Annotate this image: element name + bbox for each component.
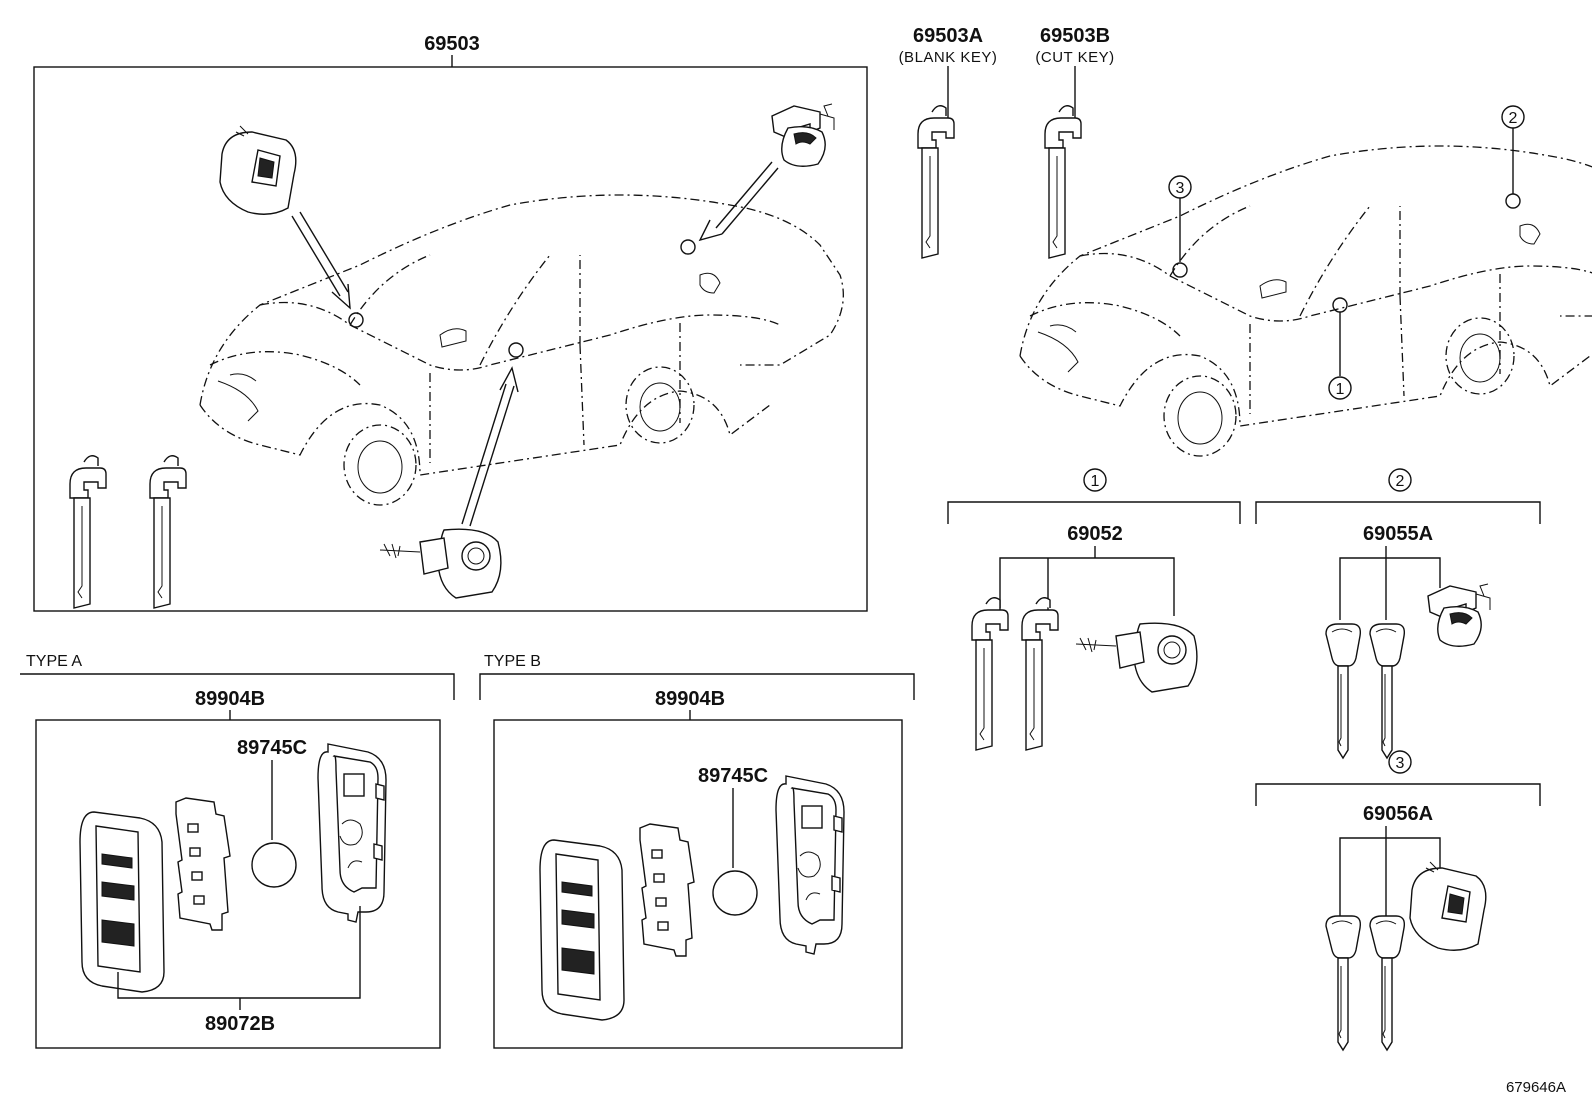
callout-car-illustration <box>1019 145 1592 457</box>
remote-a-fob <box>79 811 165 993</box>
arrow-to-door <box>461 366 519 527</box>
main-car-illustration <box>199 194 844 506</box>
arrow-to-trunk <box>698 161 779 242</box>
remote-b-case <box>775 775 845 955</box>
svg-text:3: 3 <box>1176 180 1185 197</box>
main-door-cylinder <box>379 528 502 599</box>
remote-a-case-part-number: 89072B <box>205 1013 275 1035</box>
remote-b-battery-part-number: 89745C <box>698 765 768 787</box>
lock-set-1-key-2 <box>1021 597 1059 751</box>
lock-set-3-callout: 3 <box>1396 755 1405 772</box>
main-kit-box <box>33 66 868 612</box>
callout-3-on-car: 3 <box>1168 175 1192 278</box>
remote-type-b-label: TYPE B <box>484 653 541 670</box>
main-trunk-cylinder <box>771 103 835 167</box>
remote-a-case <box>317 743 387 923</box>
svg-text:1: 1 <box>1336 381 1345 398</box>
lock-set-3-ignition-cylinder <box>1409 861 1487 951</box>
remote-b-circuit-board <box>639 823 695 957</box>
lock-set-2-key-1 <box>1325 623 1362 759</box>
main-key-1 <box>69 455 107 609</box>
lock-set-2-part-number: 69055A <box>1363 523 1433 545</box>
ignition-location-marker <box>348 312 364 328</box>
cut-key <box>1044 105 1082 259</box>
main-key-2 <box>149 455 187 609</box>
lock-set-3-part-number: 69056A <box>1363 803 1433 825</box>
remote-a-assembly-part-number: 89904B <box>195 688 265 710</box>
lock-set-2-key-2 <box>1369 623 1406 759</box>
blank-key-note: (BLANK KEY) <box>899 49 998 66</box>
callout-2-on-car: 2 <box>1501 105 1525 209</box>
remote-b-fob <box>539 839 625 1021</box>
trunk-location-marker <box>680 239 696 255</box>
remote-a-battery <box>251 842 297 888</box>
lock-set-1-callout: 1 <box>1091 473 1100 490</box>
main-kit-part-number: 69503 <box>424 33 480 55</box>
remote-a-circuit-board <box>175 797 231 931</box>
cut-key-note: (CUT KEY) <box>1035 49 1114 66</box>
lock-set-1-door-cylinder <box>1075 622 1198 693</box>
lock-set-1-part-number: 69052 <box>1067 523 1123 545</box>
blank-key-part-number: 69503A <box>913 25 983 47</box>
main-ignition-cylinder <box>219 125 297 215</box>
lock-set-1-key-1 <box>971 597 1009 751</box>
diagram-reference-code: 679646A <box>1506 1079 1566 1096</box>
lock-set-2-trunk-cylinder <box>1427 583 1491 647</box>
blank-key <box>917 105 955 259</box>
remote-type-a-box <box>35 719 441 1049</box>
lock-set-3-key-2 <box>1369 915 1406 1051</box>
remote-a-battery-part-number: 89745C <box>237 737 307 759</box>
remote-b-battery <box>712 870 758 916</box>
remote-type-b-box <box>493 719 903 1049</box>
remote-type-a-label: TYPE A <box>26 653 82 670</box>
arrow-to-ignition <box>291 211 351 310</box>
lock-set-3-key-1 <box>1325 915 1362 1051</box>
remote-b-assembly-part-number: 89904B <box>655 688 725 710</box>
door-location-marker <box>508 342 524 358</box>
svg-text:2: 2 <box>1509 110 1518 127</box>
lock-set-2-callout: 2 <box>1396 473 1405 490</box>
cut-key-part-number: 69503B <box>1040 25 1110 47</box>
callout-1-on-car: 1 <box>1328 297 1352 400</box>
